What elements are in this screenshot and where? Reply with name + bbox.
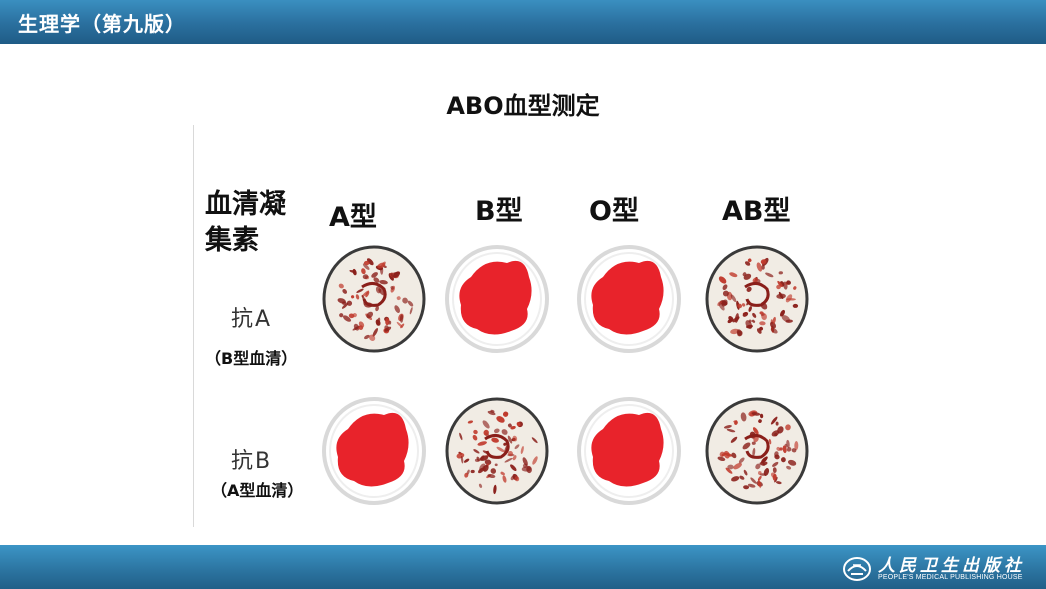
row2-antibody: 抗B — [231, 449, 273, 474]
abo-figure: 血清凝 集素 A型 B型 O型 AB型 抗A （B型血清） 抗B （A型血清） — [193, 125, 833, 527]
slide-title: ABO血型测定 — [446, 92, 600, 120]
row2-serum: （A型血清） — [211, 481, 304, 500]
footer-bar: 人民卫生出版社 PEOPLE'S MEDICAL PUBLISHING HOUS… — [0, 545, 1046, 589]
well-uniform-r2-c3 — [577, 397, 681, 505]
row-header-line-2: 集素 — [205, 225, 259, 256]
row1-antibody: 抗A — [231, 307, 273, 332]
well-agglutinated-r1-c4 — [705, 245, 809, 353]
book-title: 生理学（第九版） — [18, 12, 186, 36]
well-uniform-r1-c3 — [577, 245, 681, 353]
col-header-a: A型 — [329, 202, 377, 233]
header-bar: 生理学（第九版） — [0, 0, 1046, 44]
row1-serum: （B型血清） — [205, 349, 298, 368]
col-header-b: B型 — [475, 196, 523, 227]
well-uniform-r2-c1 — [322, 397, 426, 505]
well-agglutinated-r2-c4 — [705, 397, 809, 505]
col-header-o: O型 — [589, 196, 639, 227]
publisher-block: 人民卫生出版社 PEOPLE'S MEDICAL PUBLISHING HOUS… — [842, 551, 1032, 585]
row-header-line-1: 血清凝 — [205, 189, 286, 220]
figure-left-border — [193, 125, 194, 527]
col-header-ab: AB型 — [722, 196, 791, 227]
publisher-logo-icon — [843, 557, 871, 581]
publisher-name-en: PEOPLE'S MEDICAL PUBLISHING HOUSE — [878, 574, 1023, 581]
publisher-name-cn: 人民卫生出版社 — [878, 556, 1025, 576]
well-agglutinated-r1-c1 — [322, 245, 426, 353]
well-agglutinated-r2-c2 — [445, 397, 549, 505]
well-uniform-r1-c2 — [445, 245, 549, 353]
